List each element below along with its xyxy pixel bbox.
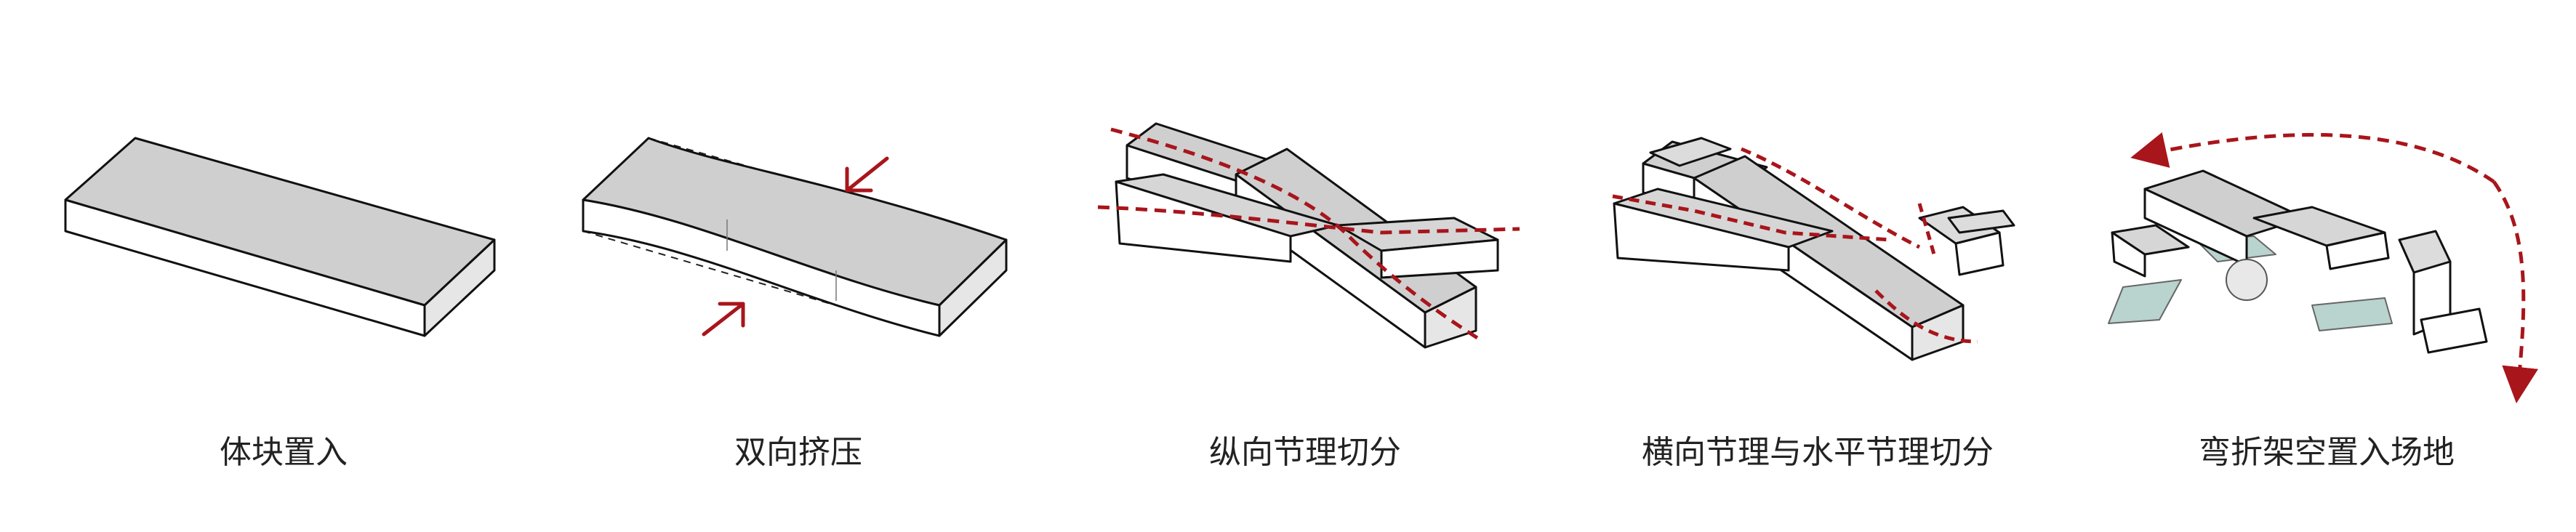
caption-step-2: 双向挤压 bbox=[734, 434, 862, 471]
joint-line-cross bbox=[1097, 205, 1520, 235]
squeeze-arrow-bottom bbox=[702, 302, 745, 336]
step-1-block bbox=[64, 137, 496, 337]
squeeze-arrow-top bbox=[845, 156, 889, 193]
step-5-site-placement bbox=[2108, 132, 2539, 403]
caption-step-4: 横向节理与水平节理切分 bbox=[1642, 434, 1994, 471]
step-4-transverse-horizontal-cut bbox=[1612, 137, 2015, 361]
step-2-squeeze bbox=[582, 137, 1008, 337]
squeezed-side-face bbox=[938, 238, 1008, 337]
joint-line-main bbox=[1110, 127, 1485, 344]
joint-line-c bbox=[1874, 289, 1978, 344]
drop-arrow bbox=[2492, 180, 2539, 403]
block-side-face bbox=[423, 238, 496, 337]
caption-step-5: 弯折架空置入场地 bbox=[2199, 434, 2455, 471]
bend-arrow bbox=[2130, 132, 2495, 184]
caption-step-1: 体块置入 bbox=[220, 434, 348, 471]
caption-step-3: 纵向节理切分 bbox=[1209, 434, 1401, 471]
joint-line-d bbox=[1917, 203, 1936, 255]
joint-line-a bbox=[1741, 147, 1921, 249]
step-3-longitudinal-cut bbox=[1097, 122, 1520, 349]
tree-icon bbox=[2226, 259, 2268, 301]
joint-line-b bbox=[1612, 194, 1891, 242]
